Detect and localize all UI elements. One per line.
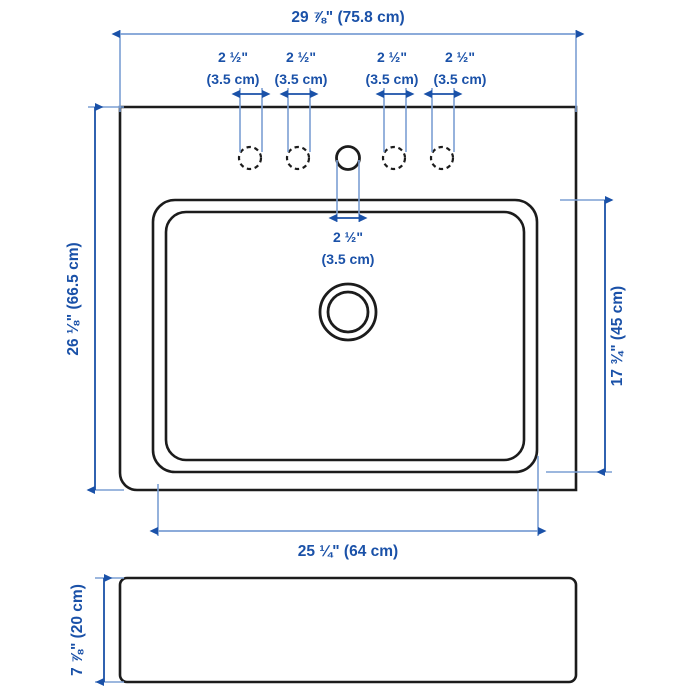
hole-spacing-2-metric: (3.5 cm)	[275, 71, 328, 87]
drain-inner-ring	[326, 290, 370, 334]
dimension-overall-height: 26 ⅛" (66.5 cm)	[65, 103, 124, 494]
hole-spacing-1-metric: (3.5 cm)	[207, 71, 260, 87]
sink-top-view	[118, 105, 578, 492]
hole-spacing-3-metric: (3.5 cm)	[366, 71, 419, 87]
optional-faucet-hole-1	[237, 145, 263, 171]
basin-outer-edge	[151, 198, 539, 474]
dimension-basin-width: 25 ¼" (64 cm)	[149, 456, 547, 560]
optional-faucet-hole-4	[429, 145, 455, 171]
hole-spacing-4-metric: (3.5 cm)	[434, 71, 487, 87]
profile-height-label: 7 ⅞" (20 cm)	[69, 584, 86, 676]
dimension-basin-height: 17 ¾" (45 cm)	[546, 196, 626, 476]
basin-height-label: 17 ¾" (45 cm)	[609, 286, 626, 386]
dimension-hole-spacings: 2 ½" (3.5 cm) 2 ½" (3.5 cm) 2 ½" (3.5 cm…	[207, 49, 487, 152]
dimension-profile-height: 7 ⅞" (20 cm)	[69, 574, 124, 686]
faucet-hole-diameter-imperial: 2 ½"	[333, 229, 363, 245]
basin-inner-edge	[164, 210, 526, 462]
main-faucet-hole	[335, 145, 361, 171]
dimension-overall-width: 29 ⅞" (75.8 cm)	[111, 9, 585, 112]
basin-width-label: 25 ¼" (64 cm)	[298, 543, 398, 560]
sink-body-outline	[118, 105, 578, 492]
overall-width-label: 29 ⅞" (75.8 cm)	[291, 9, 404, 26]
profile-outline	[118, 576, 578, 684]
drain-outer-ring	[318, 282, 378, 342]
optional-faucet-hole-2	[285, 145, 311, 171]
hole-spacing-1-imperial: 2 ½"	[218, 49, 248, 65]
dimension-faucet-hole-diameter: 2 ½" (3.5 cm)	[322, 160, 375, 267]
optional-faucet-hole-3	[381, 145, 407, 171]
sink-side-profile-view	[118, 576, 578, 684]
hole-spacing-2-imperial: 2 ½"	[286, 49, 316, 65]
overall-height-label: 26 ⅛" (66.5 cm)	[65, 242, 82, 355]
hole-spacing-3-imperial: 2 ½"	[377, 49, 407, 65]
faucet-hole-diameter-metric: (3.5 cm)	[322, 251, 375, 267]
hole-spacing-4-imperial: 2 ½"	[445, 49, 475, 65]
